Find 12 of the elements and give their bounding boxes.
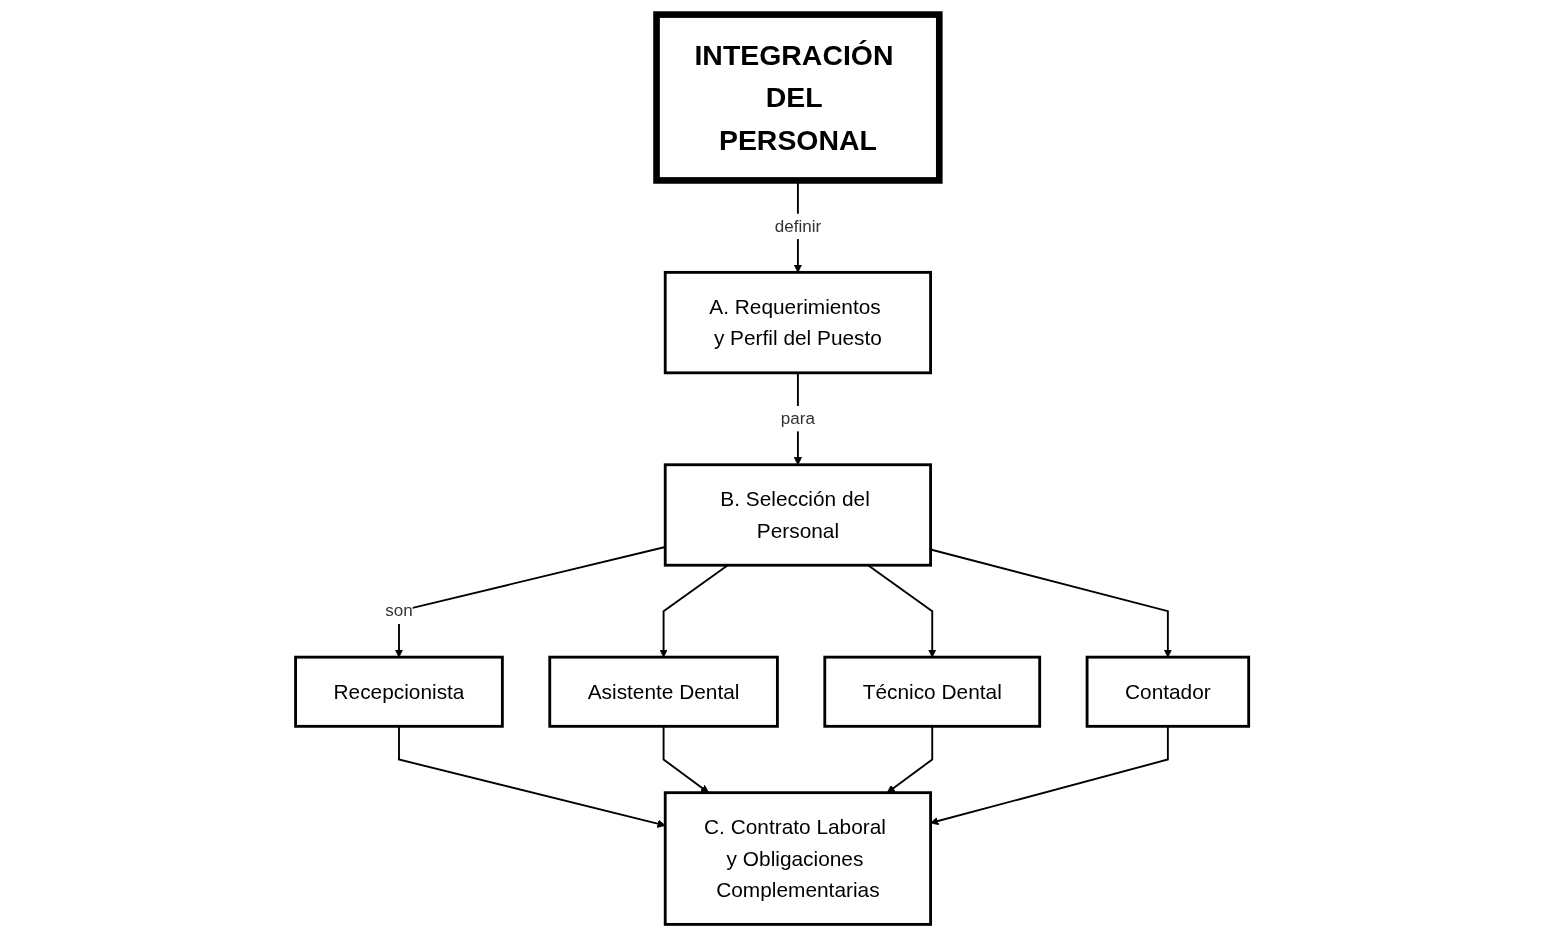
node-box: A. Requerimientos y Perfil del Puesto: [664, 270, 933, 375]
node-box: Asistente Dental: [548, 655, 780, 728]
node-box: Contador: [1086, 655, 1251, 728]
edge-label: son: [385, 601, 414, 621]
node-box: B. Selección del Personal: [664, 463, 933, 567]
node-box: Recepcionista: [294, 655, 505, 728]
node-box: C. Contrato Laboral y Obligaciones Complementarias: [664, 791, 933, 926]
edge-label: para: [781, 408, 816, 428]
node-box: Técnico Dental: [823, 655, 1042, 728]
node-box: INTEGRACIÓN DEL PERSONAL: [653, 11, 943, 184]
arrow: [930, 548, 1173, 658]
edge-label: definir: [775, 216, 822, 236]
